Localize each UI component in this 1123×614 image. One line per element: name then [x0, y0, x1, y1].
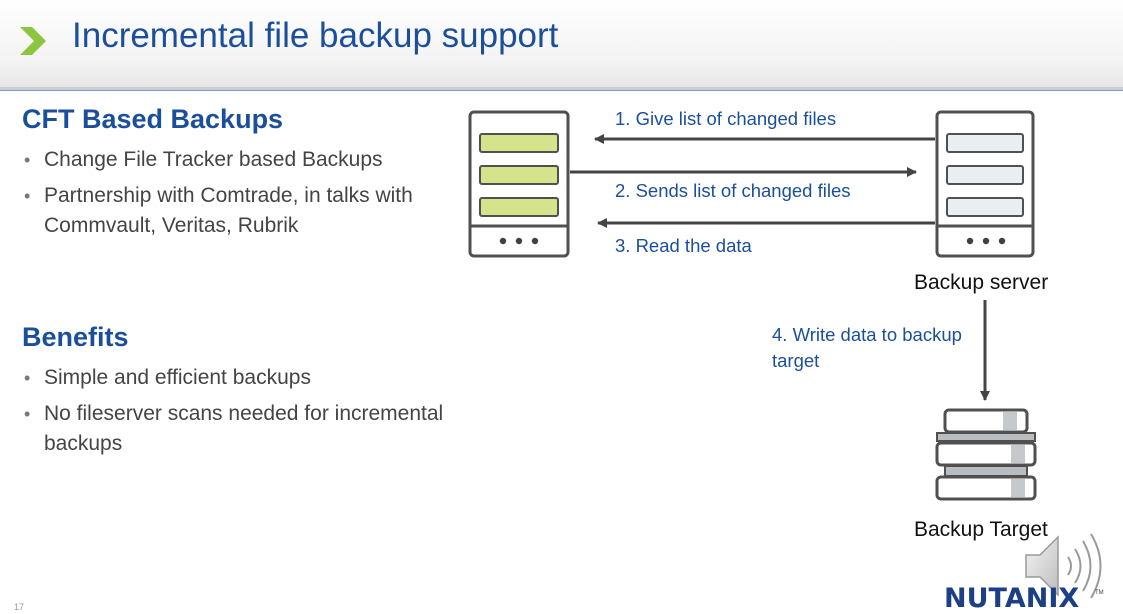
bullet-item: •No fileserver scans needed for incremen… — [22, 399, 452, 459]
header-divider — [0, 87, 1123, 91]
arrow-label-read-data: 3. Read the data — [615, 235, 752, 256]
slide-title: Incremental file backup support — [72, 16, 559, 55]
storage-stack-icon — [935, 408, 1037, 501]
slide-header — [0, 0, 1123, 88]
slide-number: 17 — [14, 602, 25, 612]
chevron-right-icon — [20, 27, 46, 55]
bullet-dot: • — [24, 150, 31, 170]
nutanix-logo: NUTANIX — [944, 583, 1080, 614]
section-title-cft: CFT Based Backups — [22, 104, 284, 134]
arrow-label-write-data: 4. Write data to backup target — [772, 324, 962, 371]
bullet-item: •Change File Tracker based Backups — [22, 145, 452, 175]
section-title-benefits: Benefits — [22, 322, 129, 352]
bullet-item: •Simple and efficient backups — [22, 363, 452, 393]
file-server-icon — [468, 110, 570, 258]
arrow-label-give-list: 1. Give list of changed files — [615, 108, 837, 129]
cft-bullet-list: •Change File Tracker based Backups •Part… — [22, 145, 452, 247]
backup-server-icon — [935, 110, 1035, 258]
bullet-item: •Partnership with Comtrade, in talks wit… — [22, 181, 452, 241]
speaker-icon[interactable] — [1022, 527, 1110, 605]
trademark-mark: TM — [1095, 590, 1104, 596]
backup-target-label: Backup Target — [914, 518, 1048, 541]
benefits-bullet-list: •Simple and efficient backups •No filese… — [22, 363, 452, 465]
bullet-dot: • — [24, 404, 31, 424]
backup-server-label: Backup server — [914, 271, 1049, 294]
bullet-dot: • — [24, 368, 31, 388]
arrow-label-sends-list: 2. Sends list of changed files — [615, 180, 851, 201]
bullet-dot: • — [24, 186, 31, 206]
